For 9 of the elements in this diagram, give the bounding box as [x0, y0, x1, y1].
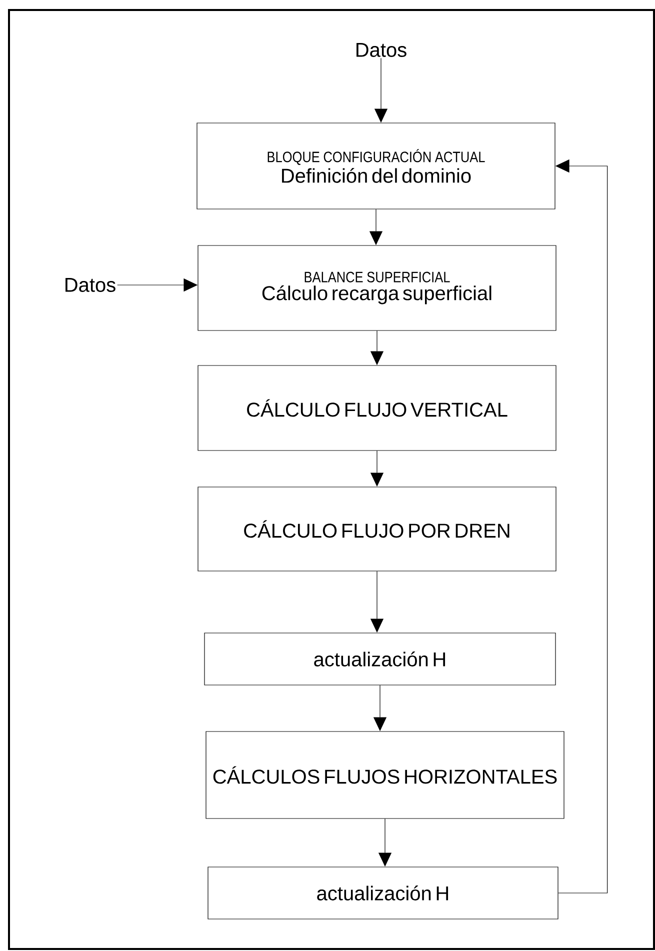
process-box: actualización H — [208, 866, 558, 920]
input-label: Datos — [356, 43, 406, 57]
process-box: BLOQUE CONFIGURACIÓN ACTUAL Definición del dominio — [196, 122, 556, 210]
process-box: CÁLCULOS FLUJOS HORIZONTALES — [206, 731, 564, 819]
process-box: actualización H — [204, 632, 556, 686]
input-label: Datos — [66, 278, 116, 292]
process-box: BALANCE SUPERFICIAL Cálculo recarga superficial — [198, 245, 556, 331]
process-box: CÁLCULO FLUJO VERTICAL — [198, 365, 556, 451]
process-box: CÁLCULO FLUJO POR DREN — [198, 486, 556, 572]
